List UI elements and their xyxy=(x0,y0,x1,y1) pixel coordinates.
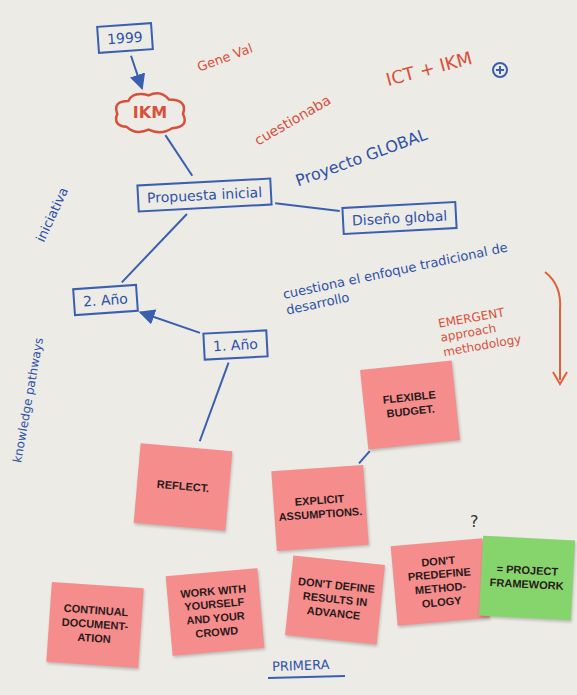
sticky-note: FLEXIBLE BUDGET. xyxy=(360,360,460,449)
node-label: EXPLICIT ASSUMPTIONS. xyxy=(277,491,362,524)
node-text-group: Propuesta inicial xyxy=(147,184,263,206)
node-text-group: = PROJECT FRAMEWORK xyxy=(486,562,567,594)
sticky-note: REFLECT. xyxy=(134,443,233,531)
connector xyxy=(359,451,370,463)
node-text-group: DON'T DEFINE RESULTS IN ADVANCE xyxy=(293,575,377,624)
process-box: Propuesta inicial xyxy=(137,177,273,212)
node-text-group: 1. Año xyxy=(212,336,258,354)
node-label: REFLECT. xyxy=(156,478,210,496)
handwritten-note: knowledge pathways xyxy=(10,336,46,463)
node-label: Propuesta inicial xyxy=(147,184,263,206)
node-label: Diseño global xyxy=(352,208,448,229)
handwritten-note: Proyecto GLOBAL xyxy=(293,125,430,191)
connector xyxy=(165,135,192,176)
phase-box: 2. Año xyxy=(72,284,139,316)
node-text-group: WORK WITH YOURSELF AND YOUR CROWD xyxy=(173,581,257,643)
handwritten-note: iniciativa xyxy=(33,185,72,245)
node-text-group: EXPLICIT ASSUMPTIONS. xyxy=(277,491,362,524)
sticky-note: DON'T DEFINE RESULTS IN ADVANCE xyxy=(285,555,385,644)
bracket-line xyxy=(545,272,560,380)
node-text-group: REFLECT. xyxy=(156,478,210,496)
handwritten-note: ICT + IKM xyxy=(384,47,475,91)
connector xyxy=(200,363,229,442)
node-label: 1999 xyxy=(107,29,144,47)
handwritten-note: EMERGENT approach methodology xyxy=(437,300,543,360)
node-text-group: CONTINUAL DOCUMENT-ATION xyxy=(54,602,137,649)
circled-plus-cross xyxy=(496,66,504,74)
sticky-note: WORK WITH YOURSELF AND YOUR CROWD xyxy=(166,568,265,656)
circled-plus xyxy=(493,63,507,77)
connector xyxy=(131,56,142,89)
year-box: 1999 xyxy=(96,22,153,54)
sticky-note: EXPLICIT ASSUMPTIONS. xyxy=(271,465,368,551)
node-text-group: DON'T PREDEFINE METHOD-OLOGY xyxy=(398,551,482,613)
node-label: WORK WITH YOURSELF AND YOUR CROWD xyxy=(173,581,257,643)
node-text-group: Diseño global xyxy=(352,208,448,229)
node-label: = PROJECT FRAMEWORK xyxy=(486,562,567,594)
handwritten-note: cuestionaba xyxy=(252,92,334,149)
connector xyxy=(275,203,340,211)
node-label: 1. Año xyxy=(212,336,258,354)
connector xyxy=(140,312,200,333)
node-label: DON'T DEFINE RESULTS IN ADVANCE xyxy=(293,575,377,624)
cloud-path xyxy=(116,93,185,132)
handwritten-note: ? xyxy=(470,512,479,531)
handwritten-note: Gene Val xyxy=(195,41,255,75)
underline xyxy=(268,676,345,678)
node-text-group: FLEXIBLE BUDGET. xyxy=(369,387,451,423)
bracket-arrowhead xyxy=(553,372,567,384)
sticky-note: CONTINUAL DOCUMENT-ATION xyxy=(46,582,143,668)
sticky-note: = PROJECT FRAMEWORK xyxy=(479,536,575,621)
handwritten-note: cuestiona el enfoque tradicional de desa… xyxy=(281,237,522,317)
node-text-group: 1999 xyxy=(107,29,144,47)
handwritten-note: PRIMERA xyxy=(272,657,330,675)
node-text-group: 2. Año xyxy=(82,290,128,309)
node-label: FLEXIBLE BUDGET. xyxy=(369,387,451,423)
node-label: CONTINUAL DOCUMENT-ATION xyxy=(54,602,137,649)
sticky-note: DON'T PREDEFINE METHOD-OLOGY xyxy=(391,538,490,626)
node-label: DON'T PREDEFINE METHOD-OLOGY xyxy=(398,551,482,613)
node-text-group: IKM xyxy=(133,103,167,122)
cloud-node: IKM xyxy=(111,91,189,134)
node-label: 2. Año xyxy=(82,290,128,309)
node-label: IKM xyxy=(133,103,167,122)
phase-box: 1. Año xyxy=(202,329,268,360)
connector xyxy=(122,214,187,282)
process-box: Diseño global xyxy=(342,201,458,235)
